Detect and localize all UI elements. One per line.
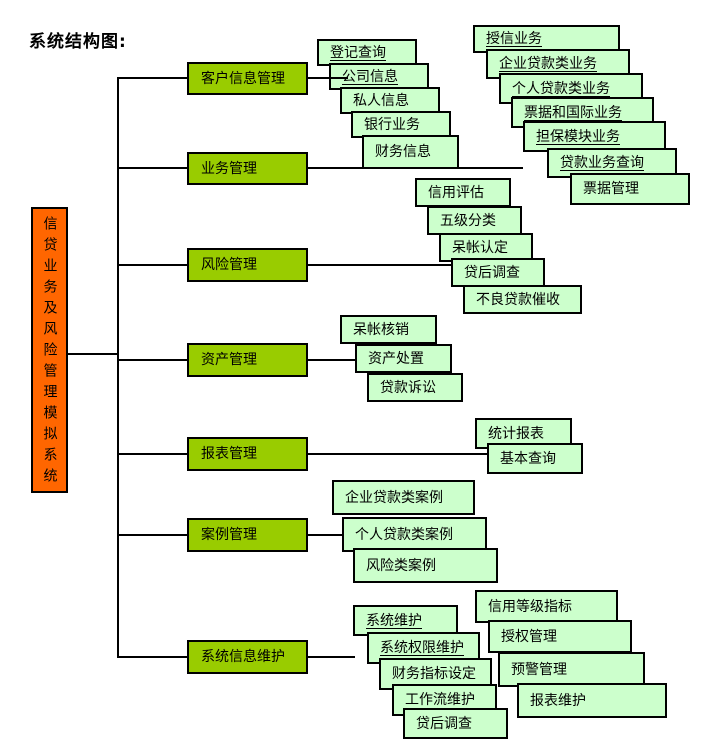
branch-connector-1 <box>117 77 187 79</box>
branch-connector-2 <box>117 167 187 169</box>
leaf-personal-loan-cases: 个人贷款类案例 <box>342 517 487 552</box>
leaf-authorization-management: 授权管理 <box>488 620 632 653</box>
child-connector-5 <box>306 453 487 455</box>
leaf-risk-cases: 风险类案例 <box>353 548 498 583</box>
leaf-registration-query[interactable]: 登记查询 <box>317 39 417 66</box>
branch-connector-4 <box>117 359 187 361</box>
leaf-financial-info: 财务信息 <box>362 135 459 169</box>
diagram-title: 系统结构图: <box>29 32 127 52</box>
branch-system-info-maintenance: 系统信息维护 <box>187 640 308 674</box>
leaf-corporate-loan-cases: 企业贷款类案例 <box>332 480 475 515</box>
leaf-bad-debt-recognition: 呆帐认定 <box>439 233 533 262</box>
leaf-bad-debt-writeoff: 呆帐核销 <box>340 315 437 344</box>
leaf-bills-management: 票据管理 <box>570 173 690 205</box>
child-connector-7 <box>306 656 355 658</box>
leaf-basic-query: 基本查询 <box>487 443 583 474</box>
leaf-personal-info: 私人信息 <box>340 87 440 114</box>
leaf-credit-evaluation: 信用评估 <box>415 178 511 207</box>
child-connector-6 <box>306 534 342 536</box>
leaf-early-warning-management: 预警管理 <box>498 652 645 687</box>
branch-connector-5 <box>117 453 187 455</box>
leaf-banking-business: 银行业务 <box>351 111 451 138</box>
leaf-guarantee-module-business[interactable]: 担保模块业务 <box>523 121 666 152</box>
leaf-five-level-classification: 五级分类 <box>427 206 522 235</box>
branch-report-management: 报表管理 <box>187 437 308 471</box>
leaf-post-loan-investigation: 贷后调查 <box>451 258 545 287</box>
branch-asset-management: 资产管理 <box>187 343 308 377</box>
child-connector-1 <box>306 77 348 79</box>
branch-risk-management: 风险管理 <box>187 248 308 282</box>
branch-case-management: 案例管理 <box>187 518 308 552</box>
child-connector-3 <box>306 264 451 266</box>
leaf-report-maintenance: 报表维护 <box>517 683 667 718</box>
branch-customer-info-management: 客户信息管理 <box>187 62 308 95</box>
trunk-line <box>117 77 119 658</box>
root-connector <box>66 353 118 355</box>
branch-connector-6 <box>117 534 187 536</box>
leaf-loan-litigation: 贷款诉讼 <box>367 373 463 402</box>
leaf-asset-disposal: 资产处置 <box>355 344 452 373</box>
leaf-post-loan-investigation-2: 贷后调查 <box>403 708 508 739</box>
branch-connector-3 <box>117 264 187 266</box>
branch-connector-7 <box>117 656 187 658</box>
leaf-credit-rating-indicators: 信用等级指标 <box>475 590 618 623</box>
branch-business-management: 业务管理 <box>187 152 308 185</box>
root-node-credit-business-system: 信贷业务及风险管理模拟系统 <box>31 207 68 493</box>
child-connector-4 <box>306 359 356 361</box>
leaf-npl-collection: 不良贷款催收 <box>463 285 582 314</box>
